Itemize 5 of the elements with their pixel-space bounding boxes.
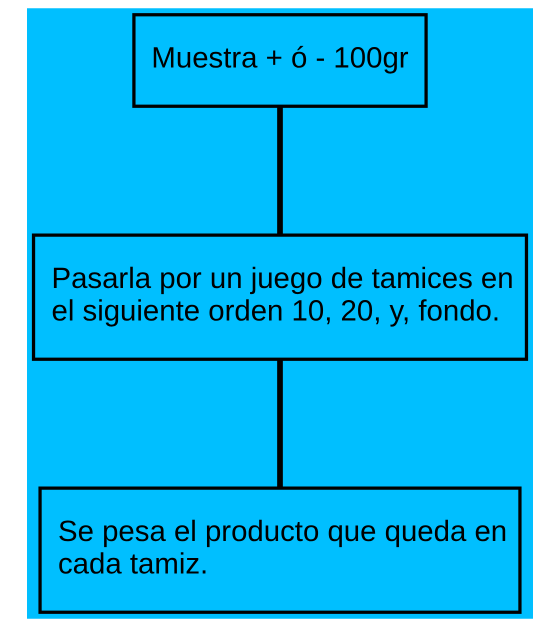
node-box: Se pesa el producto que queda en cada tamiz. — [38, 486, 522, 614]
node-box: Pasarla por un juego de tamices en el siguiente orden 10, 20, y, fondo. — [31, 234, 528, 361]
connector — [276, 359, 282, 488]
connector — [276, 106, 282, 235]
node-box: Muestra + ó - 100gr — [132, 13, 428, 108]
